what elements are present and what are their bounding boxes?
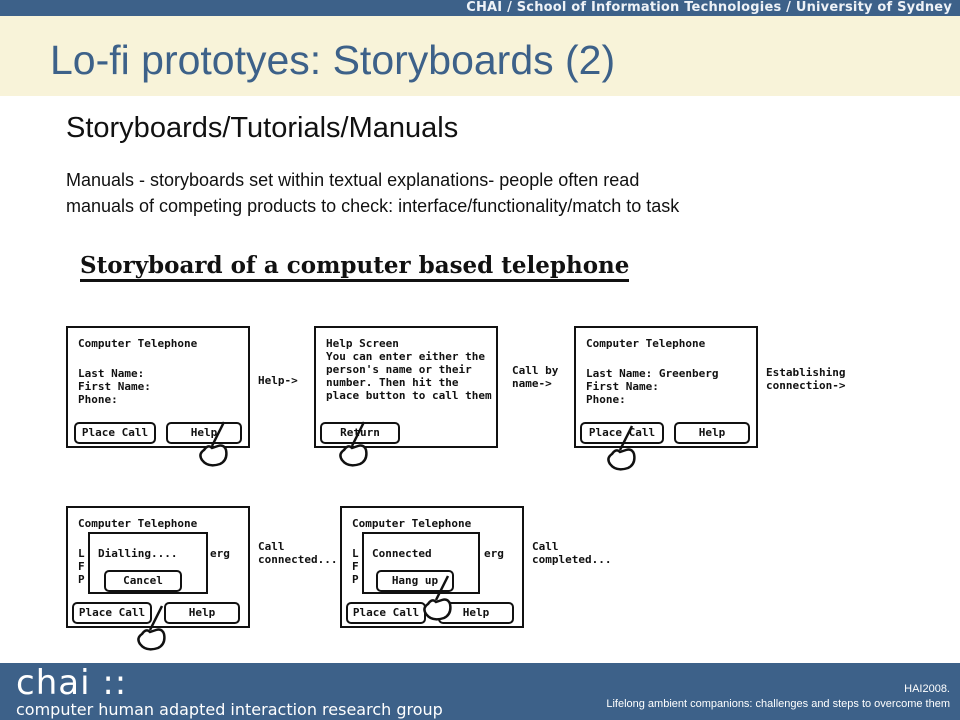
screen-title: Computer Telephone xyxy=(352,517,472,530)
last-name-field: Last Name: Greenberg xyxy=(586,367,719,380)
hang-up-button: Hang up xyxy=(376,570,454,592)
field-peek: P xyxy=(352,573,359,586)
caption-line: connection-> xyxy=(766,379,846,392)
help-button: Help xyxy=(164,602,240,624)
screen-title: Computer Telephone xyxy=(586,337,706,350)
phone-field: Phone: xyxy=(586,393,626,406)
last-name-field: Last Name: xyxy=(78,367,145,380)
talk-title: Lifelong ambient companions: challenges … xyxy=(606,698,950,710)
storyboard-title: Storyboard of a computer based telephone xyxy=(80,252,630,282)
screen-title: Computer Telephone xyxy=(78,337,198,350)
pointing-hand-icon xyxy=(339,421,368,467)
storyboard-screen-5: Computer Telephone L F P erg Place Call … xyxy=(340,506,524,628)
top-banner: CHAI / School of Information Technologie… xyxy=(0,0,960,16)
caption-line: Establishing xyxy=(766,366,846,379)
body-text-line-1: Manuals - storyboards set within textual… xyxy=(66,170,640,190)
caption-call-connected: Call connected... xyxy=(258,540,337,566)
caption-establishing: Establishing connection-> xyxy=(766,366,845,392)
storyboard-screen-1: Computer Telephone Last Name: First Name… xyxy=(66,326,250,448)
pointing-hand-icon xyxy=(137,605,166,651)
caption-line: Call by xyxy=(512,364,559,377)
cancel-button: Cancel xyxy=(104,570,182,592)
pointing-hand-icon xyxy=(423,575,452,621)
help-text-line: number. Then hit the xyxy=(326,376,459,389)
body-text-line-2: manuals of competing products to check: … xyxy=(66,196,680,216)
dialling-popup: Dialling.... Cancel xyxy=(88,532,208,594)
first-name-field: First Name: xyxy=(586,380,659,393)
help-button: Help xyxy=(166,422,242,444)
first-name-field: First Name: xyxy=(78,380,151,393)
connected-popup: Connected Hang up xyxy=(362,532,480,594)
caption-line: Call xyxy=(532,540,559,553)
field-peek-value: erg xyxy=(210,547,230,560)
caption-call-by-name: Call by name-> xyxy=(512,364,558,390)
field-peek: L xyxy=(78,547,85,560)
caption-line: connected... xyxy=(258,553,338,566)
help-text-line: person's name or their xyxy=(326,363,472,376)
phone-field: Phone: xyxy=(78,393,118,406)
pointing-hand-icon xyxy=(199,421,228,467)
popup-text: Dialling.... xyxy=(98,547,178,560)
place-call-button: Place Call xyxy=(580,422,664,444)
screen-title: Computer Telephone xyxy=(78,517,198,530)
field-peek: F xyxy=(78,560,85,573)
place-call-button: Place Call xyxy=(72,602,152,624)
slide-title: Lo-fi prototyes: Storyboards (2) xyxy=(50,37,616,83)
org-line: CHAI / School of Information Technologie… xyxy=(466,0,952,15)
storyboard-screen-2: Help Screen You can enter either the per… xyxy=(314,326,498,448)
storyboard-screen-3: Computer Telephone Last Name: Greenberg … xyxy=(574,326,758,448)
popup-text: Connected xyxy=(372,547,432,560)
place-call-button: Place Call xyxy=(346,602,426,624)
pointing-hand-icon xyxy=(607,425,636,471)
caption-line: name-> xyxy=(512,377,552,390)
storyboard-screen-4: Computer Telephone L F P erg Place Call … xyxy=(66,506,250,628)
caption-help: Help-> xyxy=(258,374,298,387)
field-peek: P xyxy=(78,573,85,586)
help-button: Help xyxy=(674,422,750,444)
return-button: Return xyxy=(320,422,400,444)
help-text-line: place button to call them xyxy=(326,389,492,402)
subtitle: Storyboards/Tutorials/Manuals xyxy=(66,112,459,144)
place-call-button: Place Call xyxy=(74,422,156,444)
caption-line: Call xyxy=(258,540,285,553)
caption-line: completed... xyxy=(532,553,612,566)
field-peek: L xyxy=(352,547,359,560)
help-text-line: You can enter either the xyxy=(326,350,485,363)
logo-subtitle: computer human adapted interaction resea… xyxy=(16,700,443,719)
field-peek: F xyxy=(352,560,359,573)
title-band: Lo-fi prototyes: Storyboards (2) xyxy=(0,16,960,96)
caption-call-completed: Call completed... xyxy=(532,540,611,566)
field-peek-value: erg xyxy=(484,547,504,560)
help-screen-title: Help Screen xyxy=(326,337,399,350)
conference-label: HAI2008. xyxy=(904,683,950,695)
footer-bar: chai :: computer human adapted interacti… xyxy=(0,663,960,720)
chai-logo: chai :: xyxy=(16,663,128,703)
